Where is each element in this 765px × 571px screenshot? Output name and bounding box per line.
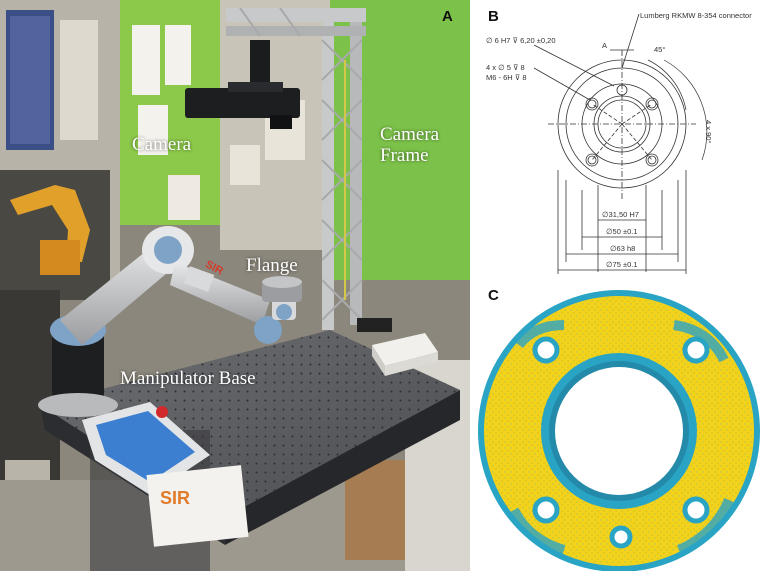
flange-technical-drawing: Lumberg RKMW 8-354 connector ∅ 6 H7 ⊽ 6,…	[486, 11, 752, 274]
panel-a-label: A	[442, 8, 453, 25]
box-logo: SIR	[160, 488, 191, 508]
connector-label: Lumberg RKMW 8-354 connector	[640, 11, 752, 20]
pointcloud-bolt-hole	[682, 496, 710, 524]
camera-frame-annotation: Camera Frame	[380, 124, 439, 166]
flange-point-cloud	[478, 290, 760, 571]
flange-annotation: Flange	[246, 255, 298, 276]
angle-45-label: 45°	[654, 45, 665, 54]
pointcloud-connector-hole	[609, 525, 633, 549]
panel-c-label: C	[488, 287, 499, 304]
panel-b-label: B	[488, 8, 499, 25]
camera-frame-line2: Frame	[380, 145, 429, 166]
section-mark-a: A	[602, 41, 607, 50]
dim-75-label: ∅75 ±0.1	[606, 260, 638, 269]
pointcloud-bolt-hole	[532, 496, 560, 524]
camera-frame-line1: Camera	[380, 124, 440, 145]
thread-spec-line1: 4 x ∅ 5 ⊽ 8	[486, 63, 525, 72]
dim-31-label: ∅31,50 H7	[602, 210, 639, 219]
panel-b-drawing: B	[474, 0, 765, 283]
thread-spec-line2: M6 - 6H ⊽ 8	[486, 73, 527, 82]
pointcloud-bolt-hole	[682, 336, 710, 364]
angle-4x90-label: 4 x 90°	[704, 120, 713, 143]
pointcloud-bolt-hole	[532, 336, 560, 364]
panel-a-photo: A Camera Camera Frame Flange Manipulator…	[0, 0, 470, 571]
dim-63-label: ∅63 h8	[610, 244, 635, 253]
pointcloud-center-hole	[555, 367, 683, 495]
dim-50-label: ∅50 ±0.1	[606, 227, 638, 236]
manipulator-base-annotation: Manipulator Base	[120, 368, 256, 389]
hole-spec-label: ∅ 6 H7 ⊽ 6,20 ±0,20	[486, 36, 556, 45]
camera-annotation: Camera	[132, 134, 192, 155]
panel-c-pointcloud: C	[474, 285, 765, 571]
lab-photo-illustration	[0, 0, 470, 571]
